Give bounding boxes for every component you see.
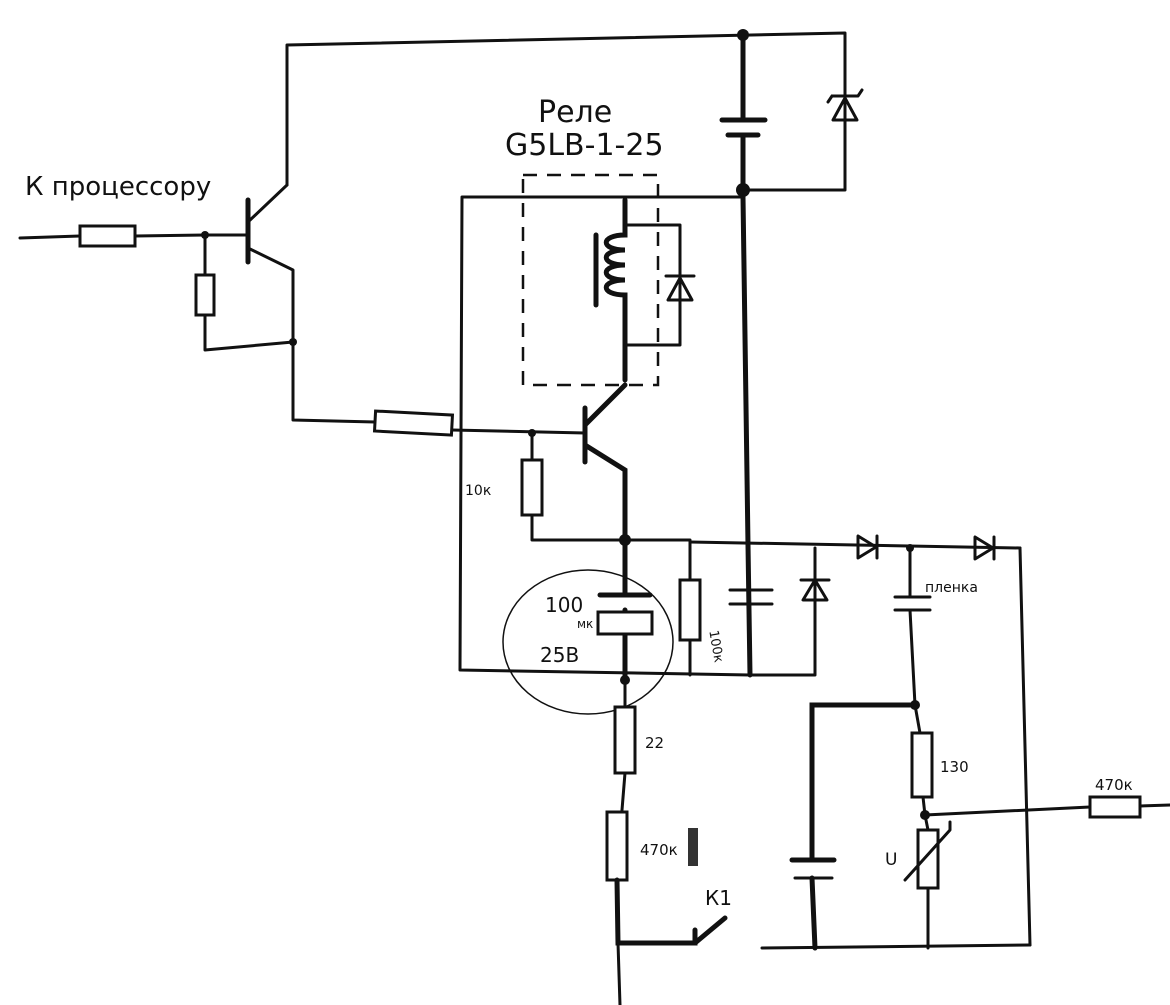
resistor-22: 22 — [613, 678, 664, 812]
cap-value-label: 100 — [545, 593, 583, 617]
r-22-label: 22 — [645, 734, 664, 752]
r-100k-label: 100к — [705, 629, 725, 664]
capacitor-100u: 100 мк 25В — [502, 537, 674, 715]
resistor-470k-lower: 470к — [605, 810, 698, 882]
relay-title: Реле — [538, 95, 612, 130]
diodes-right — [856, 534, 1032, 947]
base-resistor — [194, 273, 216, 317]
resistor-10k: 10к — [465, 431, 627, 542]
switch-k1: К1 — [614, 877, 732, 1005]
r-130-label: 130 — [940, 758, 969, 776]
lower-capacitor — [789, 702, 918, 951]
main-frame — [458, 195, 752, 677]
coupling-resistor — [372, 409, 455, 437]
cap-voltage-label: 25В — [540, 643, 579, 667]
capacitor-mid — [728, 588, 774, 606]
highlight-circle — [502, 569, 674, 715]
r-470k-lower-label: 470к — [640, 841, 678, 859]
mid-rail — [688, 540, 1022, 550]
relay-label: Реле G5LB-1-25 — [505, 95, 664, 163]
film-cap-label: пленка — [925, 580, 978, 596]
top-supply-wires — [285, 29, 847, 200]
resistor-130: 130 — [910, 703, 969, 817]
cap-unit-label: мк — [577, 617, 593, 631]
film-capacitor: пленка — [893, 546, 978, 707]
thermistor-label: U — [885, 850, 897, 870]
processor-label: К процессору — [25, 172, 211, 202]
r-470k-out-label: 470к — [1095, 776, 1133, 794]
input-resistor — [78, 224, 137, 248]
thermistor: U — [885, 813, 952, 950]
resistor-100k: 100к — [623, 538, 726, 677]
bottom-rail — [760, 943, 1032, 950]
relay-outline — [521, 173, 660, 387]
relay-model: G5LB-1-25 — [505, 128, 664, 163]
main-rail — [740, 194, 753, 678]
r-10k-label: 10к — [465, 483, 491, 499]
relay-coil — [593, 197, 696, 383]
input-wiring — [18, 183, 587, 437]
output-resistor: 470к — [923, 776, 1170, 819]
zener-diode-mid — [748, 546, 831, 677]
k1-label: К1 — [705, 886, 732, 910]
zener-diode-top — [826, 88, 864, 122]
transistor-2 — [582, 382, 628, 543]
